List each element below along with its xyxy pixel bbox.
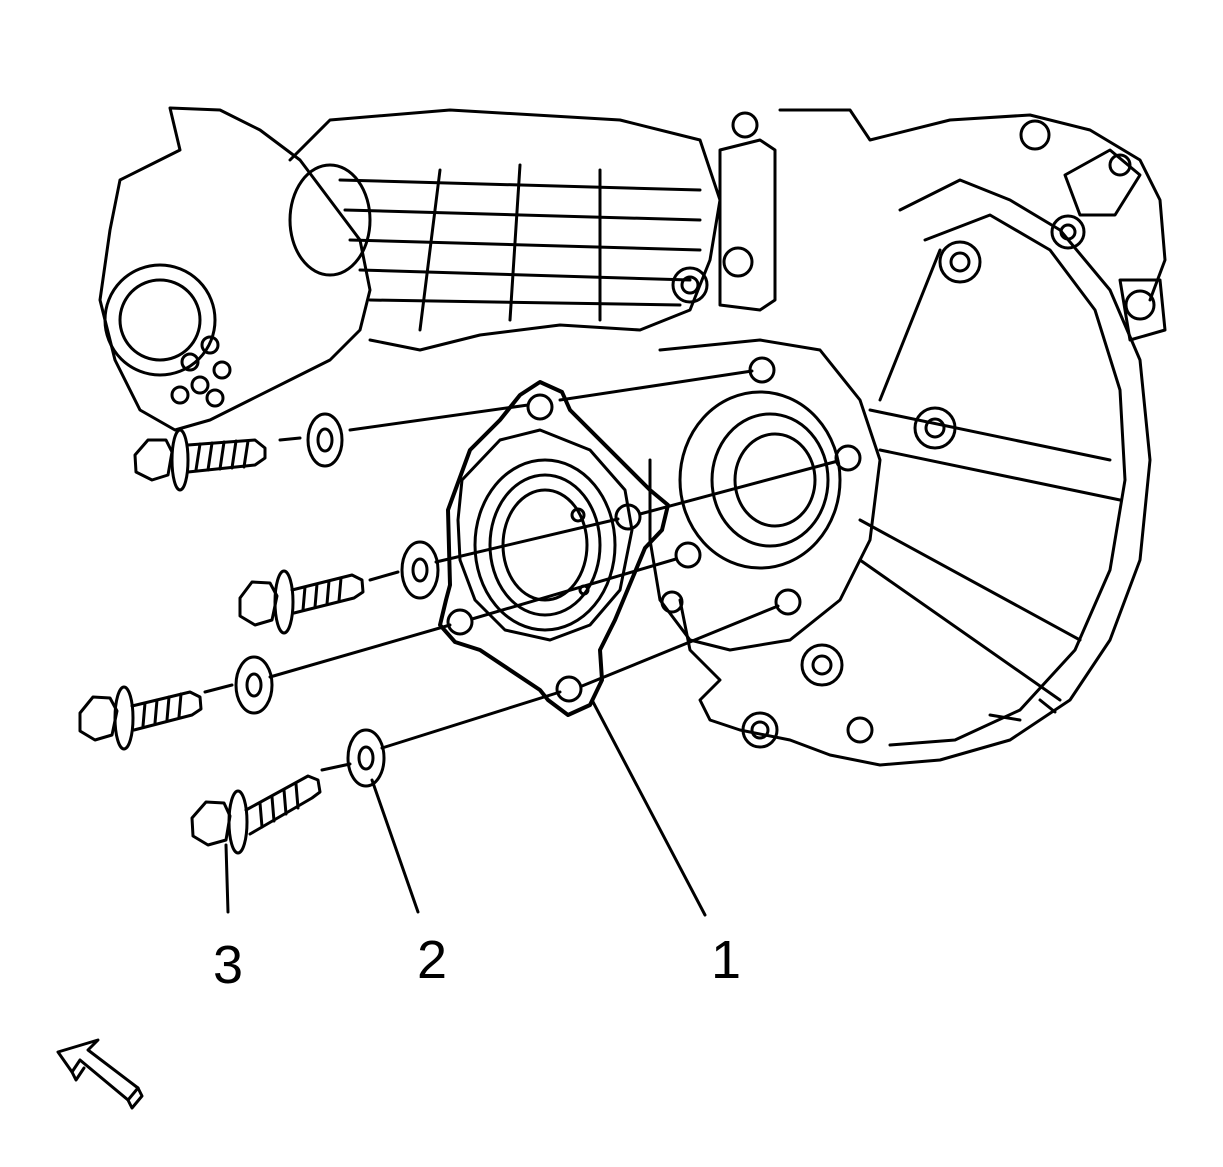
leader-2 bbox=[370, 778, 420, 914]
bolt-4 bbox=[190, 774, 322, 855]
bolt-3 bbox=[78, 685, 203, 751]
callout-label-3: 3 bbox=[212, 935, 244, 995]
leader-3 bbox=[224, 843, 230, 914]
front-arrow-icon bbox=[56, 1038, 144, 1110]
washer-1 bbox=[306, 412, 344, 468]
transmission-case bbox=[98, 106, 1167, 767]
alignment-lines bbox=[203, 369, 840, 772]
callout-leaders bbox=[224, 698, 707, 917]
washer-2 bbox=[400, 540, 440, 600]
bolts bbox=[78, 428, 365, 855]
seal-housing-bolt-holes bbox=[446, 393, 642, 703]
seal-housing-bearing bbox=[456, 428, 634, 642]
seal-housing-gasket bbox=[438, 380, 670, 717]
callout-label-2: 2 bbox=[416, 930, 448, 990]
washer-3 bbox=[234, 655, 274, 715]
callout-label-1: 1 bbox=[710, 930, 742, 990]
washers bbox=[234, 412, 440, 788]
bolt-1 bbox=[133, 428, 267, 492]
leader-1 bbox=[590, 698, 707, 917]
washer-4 bbox=[346, 728, 386, 788]
bolt-2 bbox=[238, 569, 365, 635]
